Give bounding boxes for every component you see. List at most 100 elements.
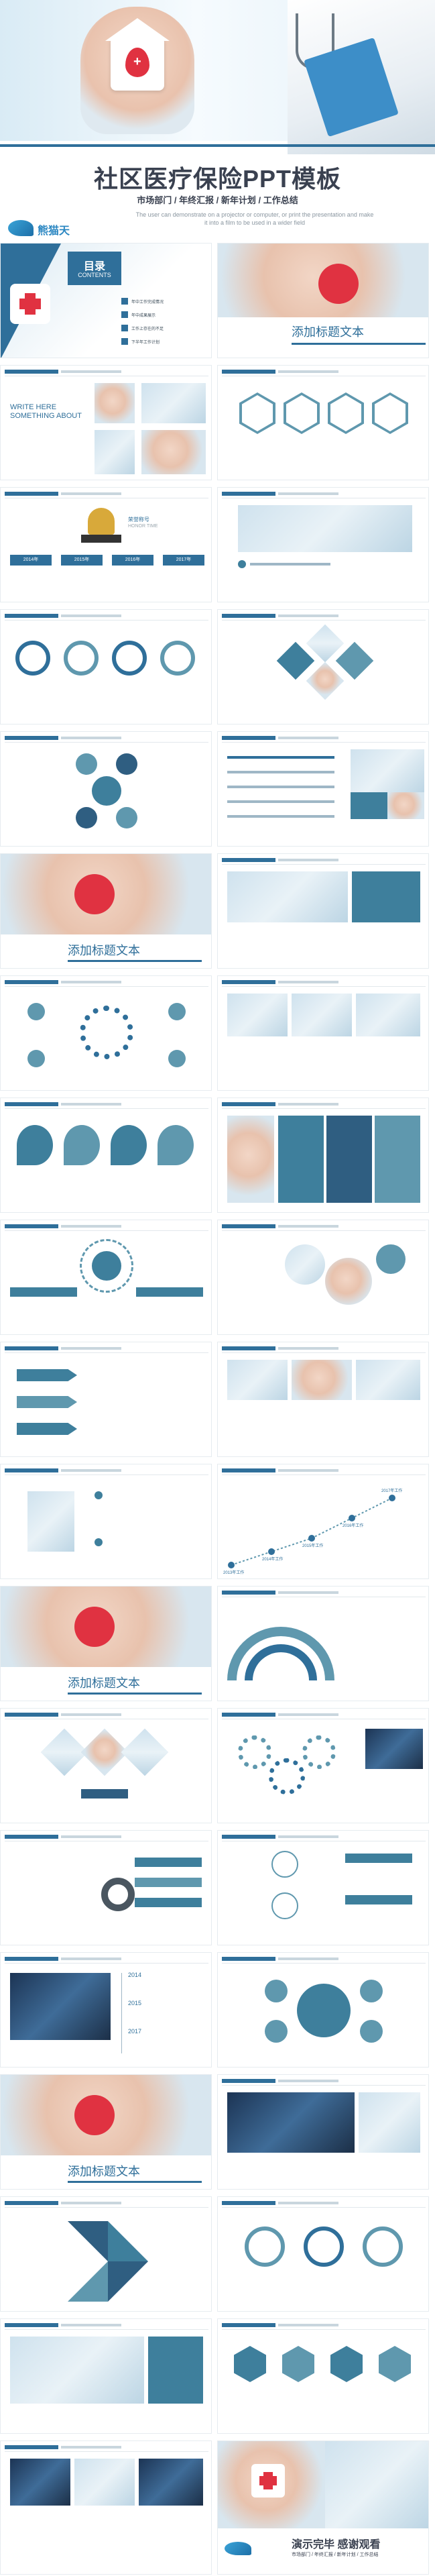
slide-car-banner[interactable]	[217, 2074, 429, 2190]
slide-end[interactable]: 演示完毕 感谢观看 市场部门 / 年终汇报 / 新年计划 / 工作总结	[217, 2440, 429, 2575]
doctor-photo	[292, 1360, 352, 1400]
body-text	[15, 689, 196, 713]
contents-heading-box: 目录 CONTENTS	[68, 252, 121, 285]
slide-gear[interactable]	[0, 975, 212, 1091]
car-photo	[365, 1729, 423, 1769]
magnifier-icon	[101, 1878, 135, 1911]
contents-item[interactable]: 年中成果展示	[121, 308, 202, 321]
slide-car-interior[interactable]	[0, 2318, 212, 2434]
timeline-year: 2015	[128, 2000, 142, 2006]
slide-photo-split[interactable]	[217, 853, 429, 969]
slide-hex-icons[interactable]	[217, 2318, 429, 2434]
heart-icon	[74, 874, 115, 914]
car-photo	[139, 2459, 203, 2506]
slide-section-title[interactable]: 添加标题文本	[217, 243, 429, 358]
slide-arcs[interactable]	[217, 1586, 429, 1701]
contents-item[interactable]: 下半年工作计划	[121, 335, 202, 348]
slide-sunburst[interactable]	[0, 1220, 212, 1335]
clinic-photo	[227, 871, 348, 922]
slide-mosaic[interactable]	[0, 1708, 212, 1823]
cover-english-text: The user can demonstrate on a projector …	[135, 211, 374, 226]
slide-drops[interactable]	[0, 1097, 212, 1213]
year-stat: 2015年	[61, 555, 103, 566]
house-icon: +	[105, 18, 170, 91]
slide-grid-photos[interactable]	[217, 975, 429, 1091]
slide-gears[interactable]	[217, 1708, 429, 1823]
consult-photo	[356, 994, 420, 1036]
gear-icon	[80, 1006, 133, 1059]
section-title: 添加标题文本	[68, 2165, 140, 2178]
cover-slide: + 社区医疗保险PPT模板 市场部门 / 年终汇报 / 新年计划 / 工作总结 …	[0, 0, 435, 241]
slide-rings[interactable]	[0, 609, 212, 724]
slide-contents[interactable]: 目录 CONTENTS 年中工作完成情况 年中成果展示 工作上存在的不足 下半年…	[0, 243, 212, 358]
slide-timeline-car[interactable]: 2014 2015 2017	[0, 1952, 212, 2068]
honor-en: HONOR TIME	[128, 524, 158, 529]
body-text	[227, 2158, 420, 2182]
body-text	[227, 929, 420, 959]
body-text	[136, 1301, 203, 1325]
doctor-photo	[292, 994, 352, 1036]
contents-item[interactable]: 工作上存在的不足	[121, 321, 202, 335]
lab-photo	[351, 749, 424, 792]
slide-columns[interactable]	[217, 1097, 429, 1213]
year-stat: 2014年	[10, 555, 52, 566]
body-text	[227, 650, 274, 684]
slide-section-title-2[interactable]: 添加标题文本	[0, 853, 212, 969]
brand-logo-icon	[8, 220, 34, 236]
heart-icon	[74, 2095, 115, 2135]
clinic-photo	[95, 430, 135, 474]
end-title: 演示完毕 感谢观看	[292, 2539, 381, 2551]
slide-checklist[interactable]	[217, 731, 429, 847]
hands-photo	[227, 1116, 274, 1203]
body-text	[227, 1247, 281, 1301]
car-photo	[10, 2459, 70, 2506]
slide-hexagons[interactable]	[217, 365, 429, 480]
slide-car-strip[interactable]	[0, 2440, 212, 2575]
slide-honor[interactable]: 荣誉称号 HONOR TIME 2014年 2015年 2016年 2017年	[0, 487, 212, 602]
contents-item[interactable]: 年中工作完成情况	[121, 294, 202, 308]
lab-photo	[227, 1360, 288, 1400]
slide-roadmap[interactable]: 2013年工作 2014年工作 2015年工作 2016年工作 2017年工作	[217, 1464, 429, 1579]
doctor-photo	[285, 1244, 325, 1285]
slide-diagnosis[interactable]	[217, 1220, 429, 1335]
doctor-photo	[141, 383, 206, 423]
slide-callouts[interactable]	[0, 1464, 212, 1579]
body-text	[10, 759, 68, 819]
cover-subtitle: 市场部门 / 年终汇报 / 新年计划 / 工作总结	[137, 195, 298, 205]
slide-diamonds[interactable]	[217, 609, 429, 724]
slide-arrows[interactable]	[0, 1342, 212, 1457]
body-text	[238, 574, 412, 594]
body-text	[10, 2231, 64, 2291]
body-text	[239, 439, 408, 469]
body-text	[227, 1407, 420, 1444]
car-photo	[227, 2092, 355, 2153]
slide-magnifier[interactable]	[0, 1830, 212, 1945]
body-text	[352, 1613, 419, 1687]
slide-tiles[interactable]	[217, 1342, 429, 1457]
year-stat: 2016年	[112, 555, 153, 566]
roadmap-label: 2015年工作	[302, 1544, 324, 1548]
roadmap-label: 2014年工作	[262, 1558, 284, 1562]
slide-photo-list[interactable]	[217, 487, 429, 602]
slide-pinwheel[interactable]	[0, 2196, 212, 2312]
body-text	[10, 2409, 203, 2428]
slide-section-title-4[interactable]: 添加标题文本	[0, 2074, 212, 2190]
body-text	[227, 1043, 420, 1078]
contents-list: 年中工作完成情况 年中成果展示 工作上存在的不足 下半年工作计划	[121, 294, 202, 348]
doctor-photo	[359, 2092, 420, 2153]
body-text	[88, 1369, 202, 1436]
slide-section-title-3[interactable]: 添加标题文本	[0, 1586, 212, 1701]
brand-logo-icon	[225, 2542, 251, 2555]
section-title: 添加标题文本	[68, 944, 140, 957]
slide-process[interactable]	[217, 1830, 429, 1945]
end-subtitle: 市场部门 / 年终汇报 / 新年计划 / 工作总结	[292, 2553, 379, 2557]
gear-icon	[269, 1758, 305, 1794]
contents-subtitle: CONTENTS	[78, 272, 111, 278]
slide-write-here[interactable]: WRITE HERE SOMETHING ABOUT	[0, 365, 212, 480]
car-interior-photo	[10, 2337, 144, 2404]
cover-doctor-photo	[288, 0, 435, 154]
contents-title: 目录	[83, 261, 105, 272]
slide-circles-3[interactable]	[217, 2196, 429, 2312]
slide-hub[interactable]	[217, 1952, 429, 2068]
slide-flower[interactable]	[0, 731, 212, 847]
